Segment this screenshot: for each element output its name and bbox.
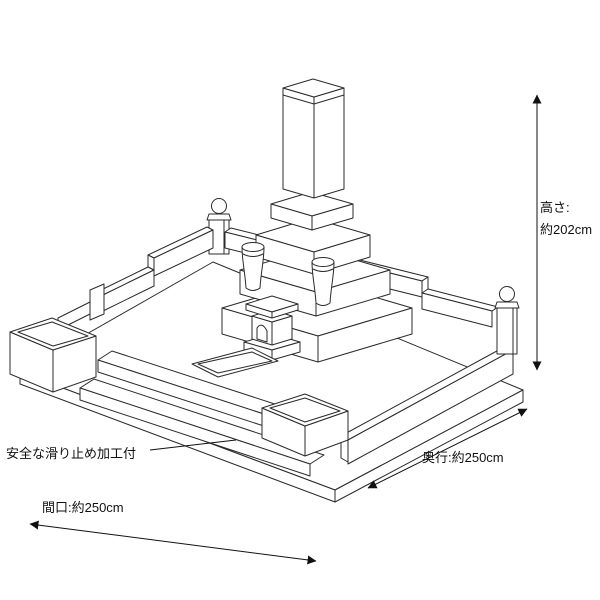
back-left-wall <box>57 226 214 331</box>
antislip-leader-line <box>149 439 237 451</box>
right-post-body <box>496 307 518 355</box>
right-vase-body <box>311 261 335 306</box>
back-corner-post <box>206 198 232 255</box>
left-box-stone <box>9 317 97 393</box>
antislip-note: 安全な滑り止め加工付 <box>6 439 237 461</box>
burner-base-right-face <box>271 341 301 361</box>
left-vase-mouth <box>241 242 265 252</box>
right-post-ball-icon <box>499 286 515 302</box>
pillar-top-face <box>282 78 345 98</box>
ground-slab-right-face <box>317 307 413 363</box>
depth-arrow <box>367 408 528 489</box>
pillar-left-face <box>282 87 315 199</box>
right-post-cap <box>494 301 520 309</box>
mid-base-right-face <box>315 269 391 317</box>
pillar-chamfer-right <box>313 94 345 105</box>
height-label-line2: 約202cm <box>540 222 592 237</box>
width-label: 間口:約250cm <box>42 500 124 515</box>
depth-label: 奥行:約250cm <box>422 450 504 465</box>
pillar-right-face <box>313 87 345 199</box>
back-post-ball-icon <box>211 198 227 214</box>
left-box-top <box>9 317 97 351</box>
pillar-chamfer-left <box>282 94 315 105</box>
worship-slab-inner <box>197 351 273 374</box>
left-vase-body <box>241 246 265 291</box>
back-post-cap <box>206 213 232 221</box>
burner-arch-opening <box>256 324 268 343</box>
bl-wall-end-post <box>89 283 105 321</box>
flower-vases <box>241 242 335 306</box>
lower-step-riser <box>79 387 311 477</box>
cushion-right-face <box>311 203 354 231</box>
worship-slab <box>191 347 279 378</box>
depth-dimension: 奥行:約250cm <box>367 408 528 489</box>
left-box-top-bevel <box>17 321 89 347</box>
burner-roof-right-face <box>271 303 299 319</box>
right-vase-mouth <box>311 257 335 267</box>
monument <box>221 78 413 363</box>
height-dimension: 高さ: 約202cm <box>532 94 592 371</box>
right-corner-post <box>494 286 520 355</box>
right-vase-ring <box>312 268 334 272</box>
worship-slab-outer <box>191 347 279 378</box>
incense-burner <box>243 295 301 361</box>
front-box-top-bevel <box>269 397 341 423</box>
br-wall-lower-face <box>421 292 493 328</box>
front-box-stone <box>261 393 349 457</box>
front-box-top <box>261 393 349 427</box>
left-vase-ring <box>242 253 264 257</box>
width-dimension: 間口:約250cm <box>29 500 317 565</box>
height-label-line1: 高さ: <box>540 200 570 215</box>
width-arrow <box>29 520 317 565</box>
antislip-label: 安全な滑り止め加工付 <box>6 446 136 461</box>
line-art <box>9 78 524 503</box>
